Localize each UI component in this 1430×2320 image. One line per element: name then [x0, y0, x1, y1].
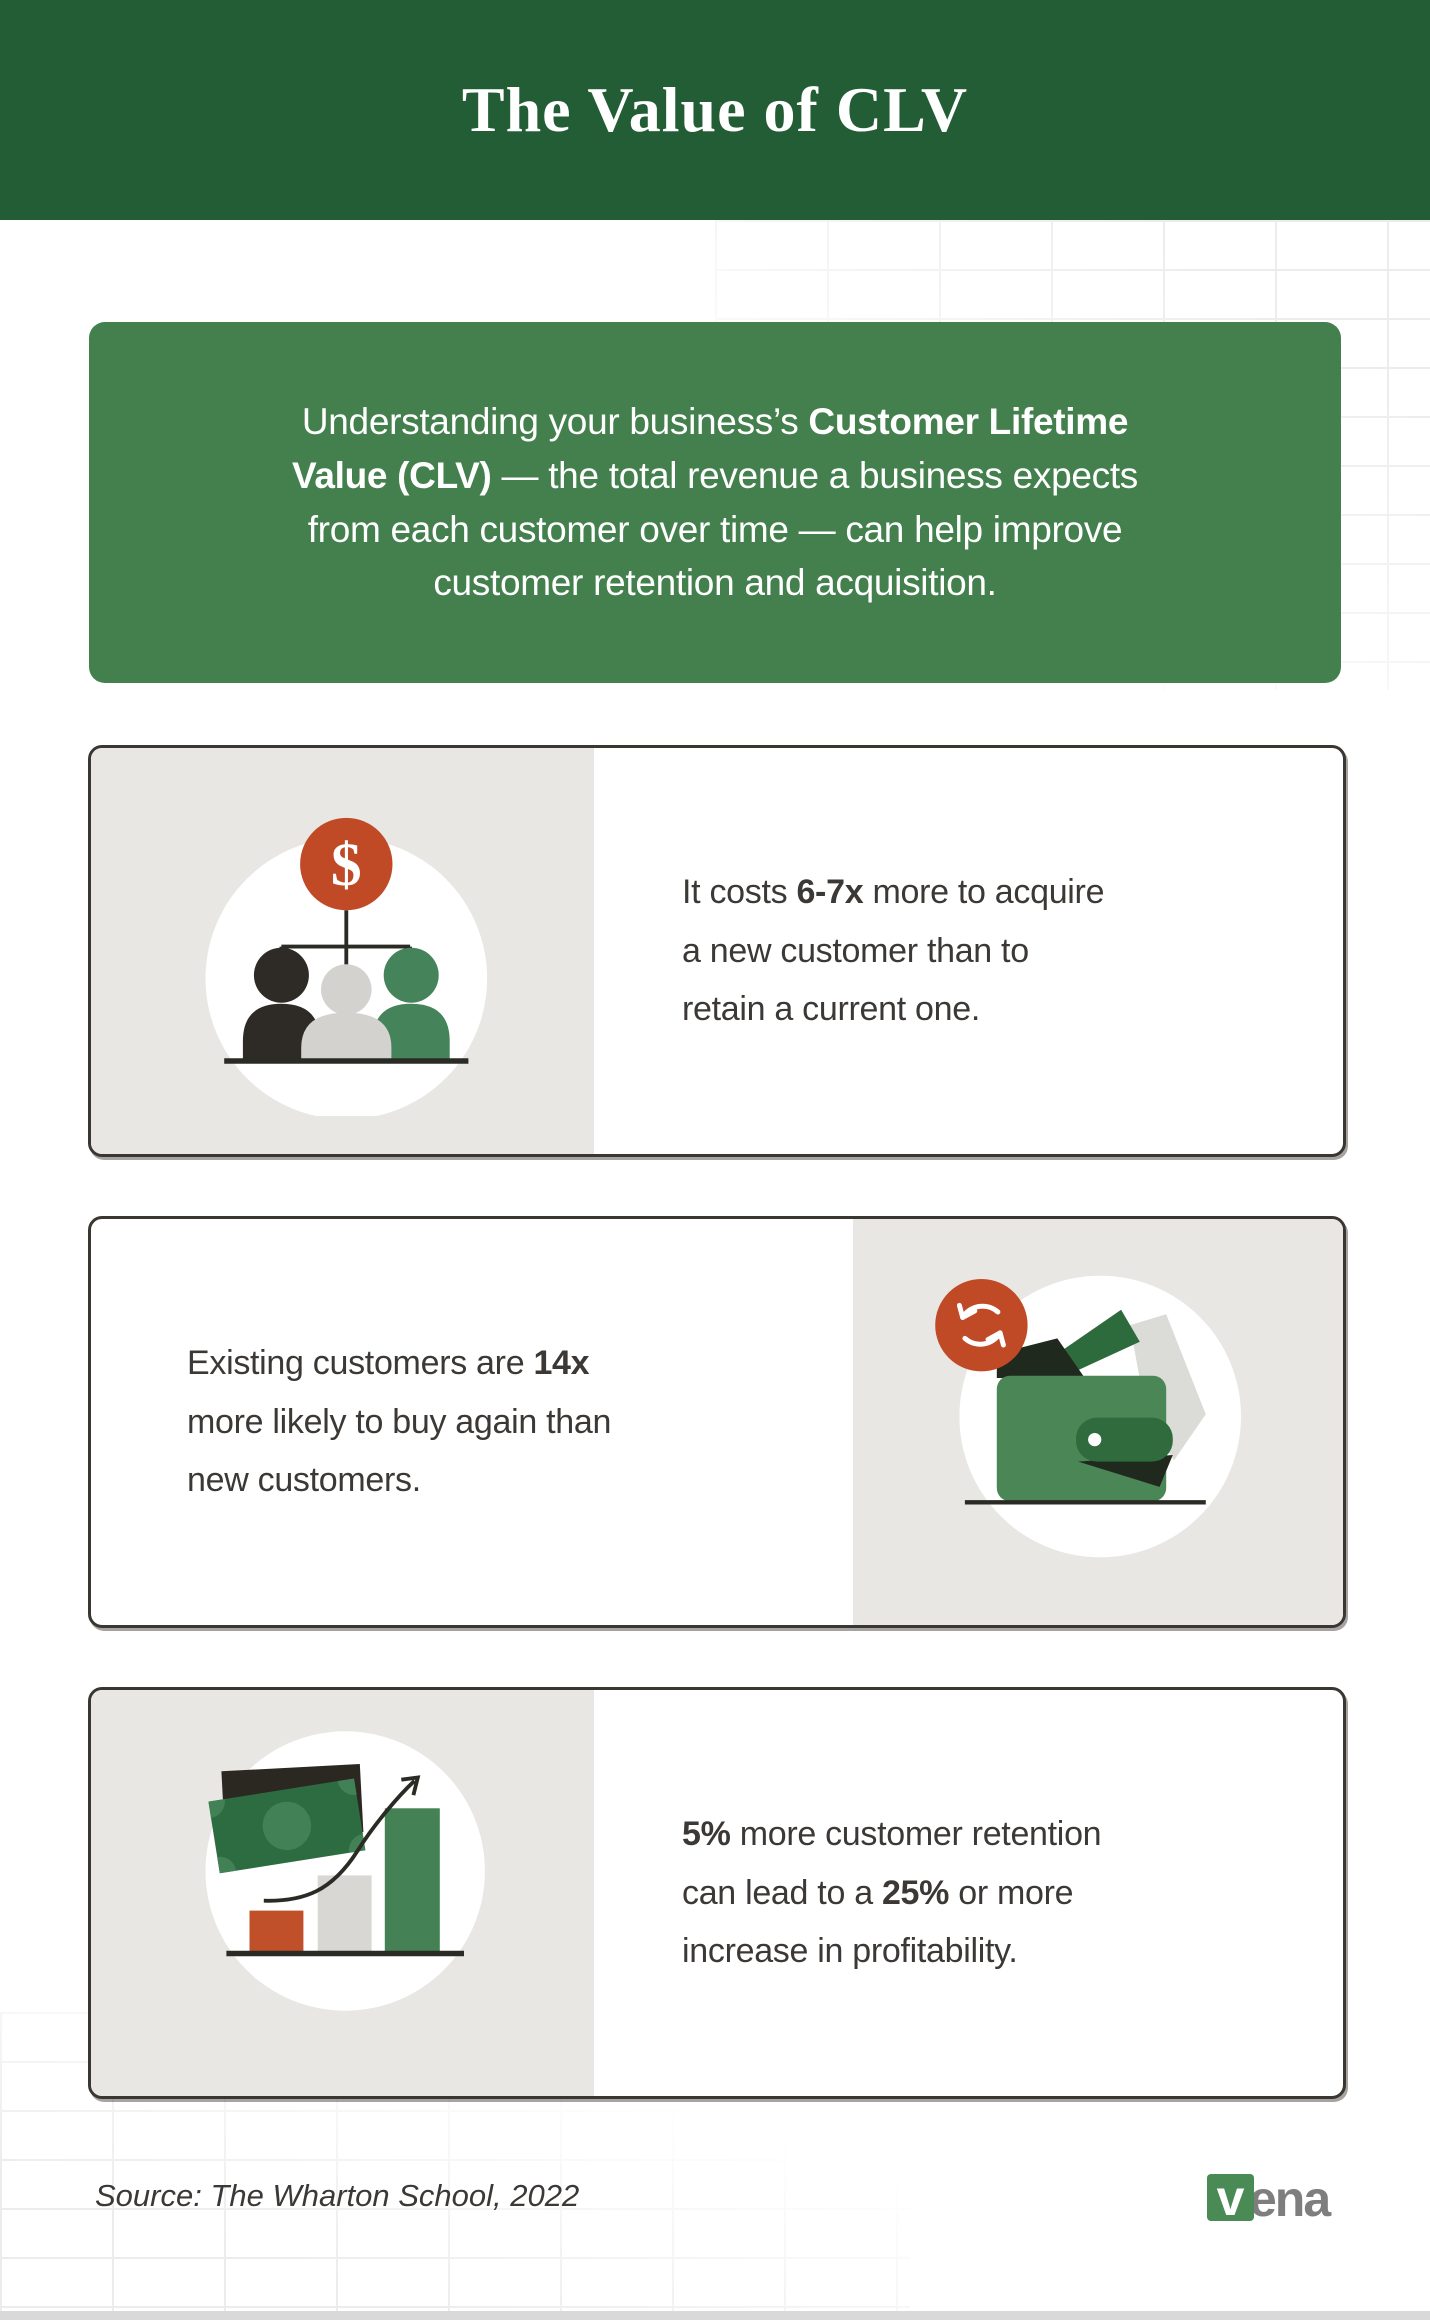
dollar-org-chart-icon: $ [205, 817, 487, 1116]
svg-text:$: $ [330, 831, 361, 899]
intro-box: Understanding your business’s Customer L… [89, 322, 1341, 683]
intro-text: Understanding your business’s Customer L… [291, 401, 1139, 604]
source-citation: Source: The Wharton School, 2022 [95, 2178, 580, 2213]
vena-logo-text: ena [1249, 2171, 1331, 2227]
money-growth-chart-icon [205, 1731, 485, 2011]
stat-card-2-illustration-panel [853, 1219, 1343, 1625]
vena-logo-v: v [1216, 2170, 1245, 2226]
bottom-edge-strip [0, 2311, 1430, 2320]
wallet-refresh-icon [935, 1275, 1241, 1558]
page-title: The Value of CLV [461, 74, 969, 145]
stat-card-3-illustration-panel [91, 1690, 594, 2096]
header-banner: The Value of CLV [0, 0, 1430, 220]
stat-card-1-illustration-panel: $ [91, 748, 594, 1154]
vena-logo: v ena [1207, 2166, 1331, 2228]
vena-logo-tile-icon: v [1207, 2170, 1254, 2226]
